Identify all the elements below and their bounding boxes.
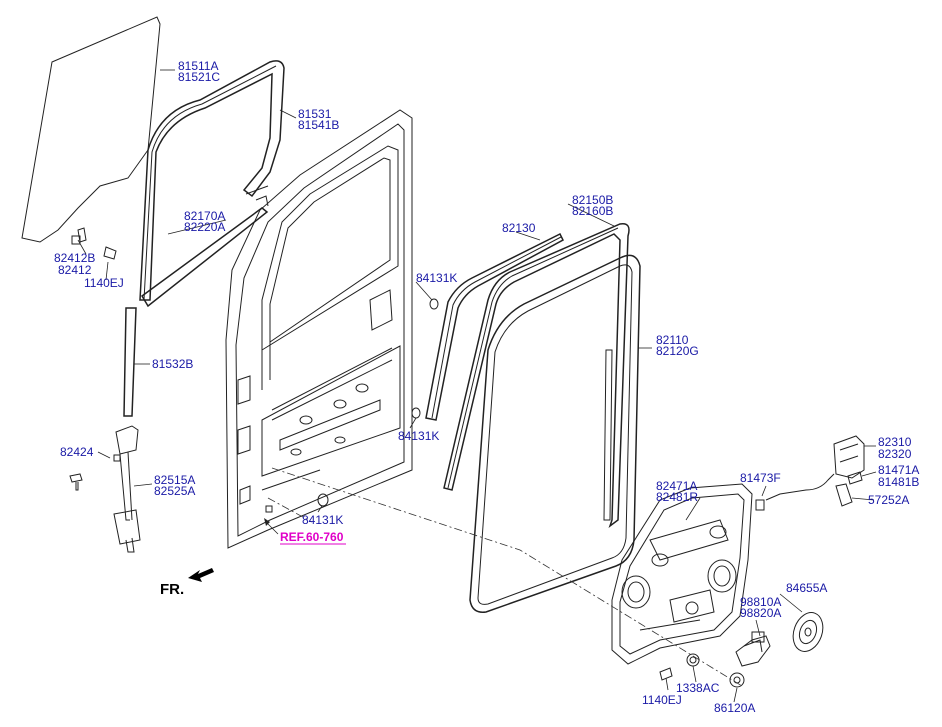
label-81541B: 81541B xyxy=(298,118,339,132)
belt-weatherstrip xyxy=(141,195,269,308)
leader-lines xyxy=(77,69,877,703)
grommet-middle xyxy=(411,407,421,419)
front-direction-label: FR. xyxy=(160,581,184,598)
label-84655A: 84655A xyxy=(786,581,827,595)
label-86120A: 86120A xyxy=(714,701,755,715)
glass-clip xyxy=(71,235,117,260)
label-81531: 81531 xyxy=(298,107,332,121)
grommet-lower xyxy=(317,493,329,507)
label-81511A: 81511A xyxy=(178,59,218,73)
label-1140EJ-upper: 1140EJ xyxy=(84,276,124,290)
label-84131K-lower: 84131K xyxy=(302,513,343,527)
rear-channel xyxy=(123,307,137,417)
window-regulator-rail xyxy=(113,425,141,553)
label-82130: 82130 xyxy=(502,221,536,235)
label-84131K-upper: 84131K xyxy=(416,271,457,285)
reference-lines xyxy=(267,467,743,687)
glass-run-channel xyxy=(139,60,285,301)
label-81481B: 81481B xyxy=(878,475,919,489)
label-82424: 82424 xyxy=(60,445,94,459)
label-82110: 82110 xyxy=(656,333,689,347)
label-82220A: 82220A xyxy=(184,220,225,234)
label-82150B: 82150B xyxy=(572,193,613,207)
label-81471A: 81471A xyxy=(878,463,919,477)
front-direction-arrow xyxy=(188,568,214,582)
label-82412B: 82412B xyxy=(54,251,95,265)
lock-bracket xyxy=(835,471,863,507)
label-82481R: 82481R xyxy=(656,490,698,504)
label-82525A: 82525A xyxy=(154,484,195,498)
ref-arrow xyxy=(264,518,279,535)
label-82515A: 82515A xyxy=(154,473,195,487)
label-82412: 82412 xyxy=(58,263,92,277)
window-motor xyxy=(735,631,771,667)
door-weatherstrip-82150B xyxy=(443,223,630,529)
door-shell xyxy=(225,109,413,549)
label-82471A: 82471A xyxy=(656,479,697,493)
label-57252A: 57252A xyxy=(868,493,909,507)
label-82160B: 82160B xyxy=(572,204,613,218)
reference-link[interactable]: REF.60-760 xyxy=(280,530,344,544)
label-81532B: 81532B xyxy=(152,357,193,371)
door-latch xyxy=(755,435,865,511)
door-module-panel xyxy=(611,483,753,665)
label-82310: 82310 xyxy=(878,435,912,449)
screw-82424 xyxy=(69,473,83,491)
label-82170A: 82170A xyxy=(184,209,225,223)
door-weatherstrip-82110 xyxy=(469,254,641,613)
label-1140EJ-lower: 1140EJ xyxy=(642,693,682,707)
door-opening-weatherstrip-82130 xyxy=(425,232,564,421)
label-81473F: 81473F xyxy=(740,471,781,485)
door-glass xyxy=(21,16,161,243)
nut-1338AC xyxy=(686,653,700,667)
label-82320: 82320 xyxy=(878,447,912,461)
label-84131K-middle: 84131K xyxy=(398,429,439,443)
bolt-1140EJ xyxy=(659,667,673,681)
grommet-upper xyxy=(429,298,439,310)
label-98820A: 98820A xyxy=(740,606,781,620)
cap-86120A xyxy=(729,672,745,688)
label-1338AC: 1338AC xyxy=(676,681,720,695)
label-82120G: 82120G xyxy=(656,344,699,358)
label-81521C: 81521C xyxy=(178,70,220,84)
label-98810A: 98810A xyxy=(740,595,781,609)
speaker xyxy=(792,612,824,652)
